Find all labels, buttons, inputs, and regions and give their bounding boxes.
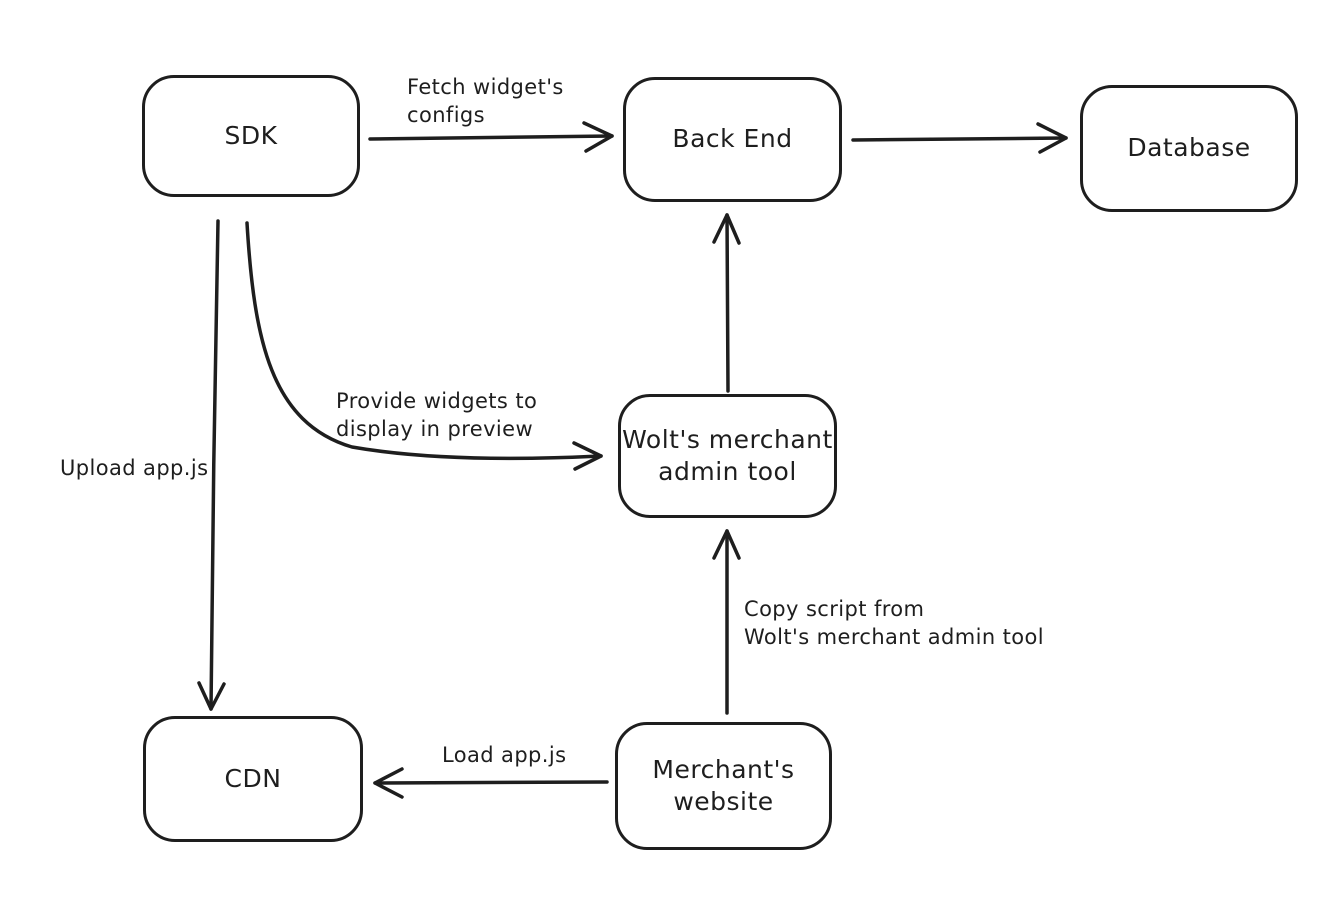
arrow-back-end-to-database	[851, 122, 1068, 154]
edge-label-fetch-widgets-configs: Fetch widget's configs	[407, 75, 564, 127]
edge-label-copy-script: Copy script from Wolt's merchant admin t…	[744, 597, 1044, 649]
edge-label-upload-appjs: Upload app.js	[60, 456, 209, 480]
edge-label-load-appjs: Load app.js	[442, 743, 567, 767]
arrow-sdk-to-back-end	[368, 121, 614, 153]
node-wolts-merchant-admin-tool-label: Wolt's merchant admin tool	[622, 424, 833, 487]
node-sdk-label: SDK	[224, 120, 278, 150]
arrow-merchant-website-to-admin-tool	[712, 529, 741, 715]
node-back-end-label: Back End	[672, 124, 793, 154]
node-database: Database	[1080, 85, 1298, 212]
arrow-merchant-website-to-cdn	[373, 767, 609, 799]
arrow-sdk-to-cdn	[197, 219, 226, 711]
arrow-sdk-to-admin-tool	[245, 221, 603, 471]
node-merchants-website: Merchant's website	[615, 722, 832, 850]
node-sdk: SDK	[142, 75, 360, 197]
edge-label-provide-widgets: Provide widgets to display in preview	[336, 389, 538, 441]
node-merchants-website-label: Merchant's website	[652, 754, 795, 817]
node-wolts-merchant-admin-tool: Wolt's merchant admin tool	[618, 394, 837, 518]
node-database-label: Database	[1127, 133, 1251, 163]
node-back-end: Back End	[623, 77, 842, 202]
arrow-admin-tool-to-back-end	[712, 213, 741, 393]
node-cdn: CDN	[143, 716, 363, 842]
node-cdn-label: CDN	[224, 763, 282, 793]
